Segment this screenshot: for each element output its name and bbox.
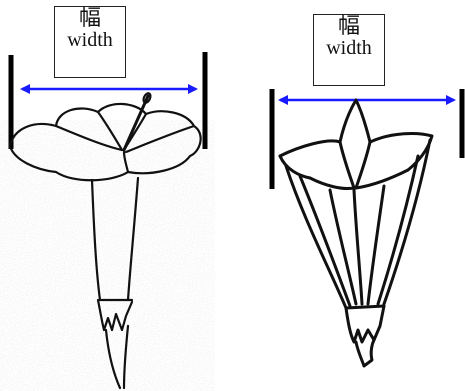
right-flower-drawing [280,100,432,366]
width-label-right-jp: 幅 [314,15,384,38]
width-label-right-en: width [314,38,384,59]
width-label-right: 幅 width [313,14,385,86]
width-label-left-en: width [55,30,125,51]
width-label-left-jp: 幅 [55,7,125,30]
left-paper-texture [0,120,215,391]
width-label-left: 幅 width [54,6,126,78]
